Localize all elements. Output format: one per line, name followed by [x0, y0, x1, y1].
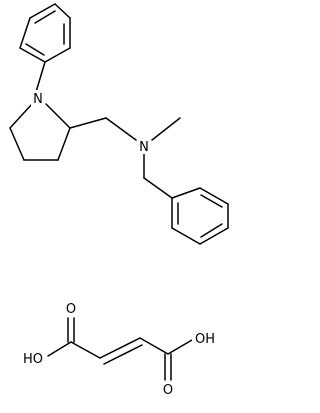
atom-o2-bg	[161, 381, 175, 397]
atom-n1: N	[33, 92, 43, 107]
bond-n-methyl	[151, 117, 181, 141]
atom-o1-bg	[64, 300, 78, 316]
atom-oh2-bg	[192, 330, 218, 346]
atom-oh1-bg	[20, 350, 46, 366]
bond-phenyl-n	[35, 61, 46, 93]
phenyl-ring-benzyl	[171, 187, 229, 245]
atom-n2: N	[139, 140, 149, 155]
bond-ch2-n	[105, 117, 137, 141]
atom-o1: O	[66, 302, 76, 317]
atom-oh1: HO	[23, 352, 43, 367]
structure-drawing: N N O HO O OH	[9, 3, 229, 398]
fumaric-acid	[47, 317, 193, 381]
pyrrolidine-ring	[9, 103, 71, 161]
bond-benzyl-ring	[143, 177, 173, 199]
phenyl-ring-top	[19, 3, 71, 63]
atom-oh2: OH	[195, 332, 215, 347]
bond-ring-ch2	[69, 117, 107, 129]
structure-canvas: N N O HO O OH	[9, 3, 229, 398]
atom-n2-bg	[137, 138, 151, 154]
atom-n1-bg	[31, 90, 45, 106]
atom-o2: O	[163, 383, 173, 398]
